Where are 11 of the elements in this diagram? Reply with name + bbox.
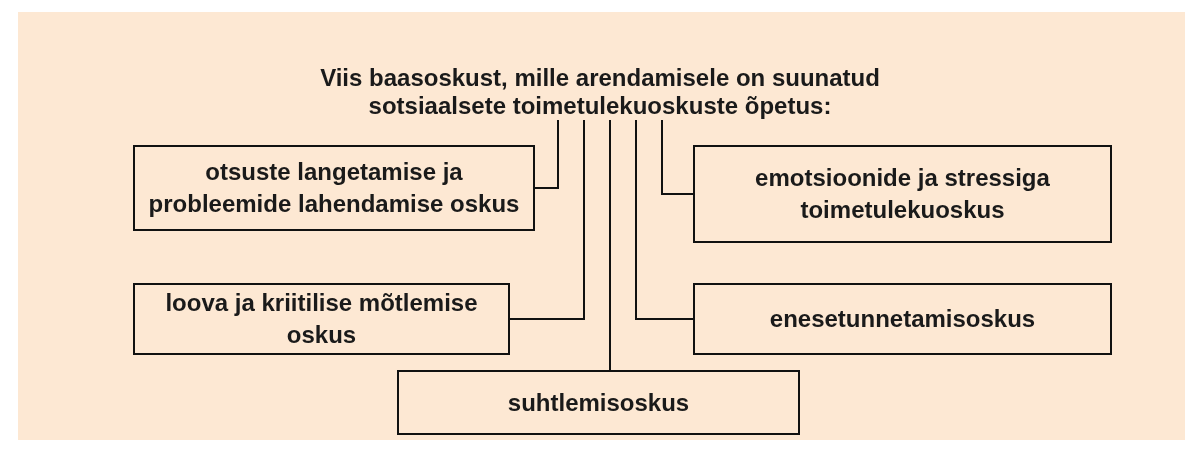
skill-box: emotsioonide ja stressiga toimetulekuoskus (693, 145, 1112, 243)
skill-box: loova ja kriitilise mõtlemise oskus (133, 283, 510, 355)
connector-line (661, 119, 694, 195)
heading: Viis baasoskust, mille arendamisele on suunatud sotsiaalsete toimetulekuoskuste õpetus: (320, 64, 880, 120)
skill-box: enesetunnetamisoskus (693, 283, 1112, 355)
connector-line (635, 119, 694, 320)
connector-line (534, 119, 559, 189)
connector-line (609, 119, 611, 371)
skill-box: otsuste langetamise ja probleemide lahendamise oskus (133, 145, 535, 231)
connector-line (509, 119, 585, 320)
skill-box: suhtlemisoskus (397, 370, 800, 435)
